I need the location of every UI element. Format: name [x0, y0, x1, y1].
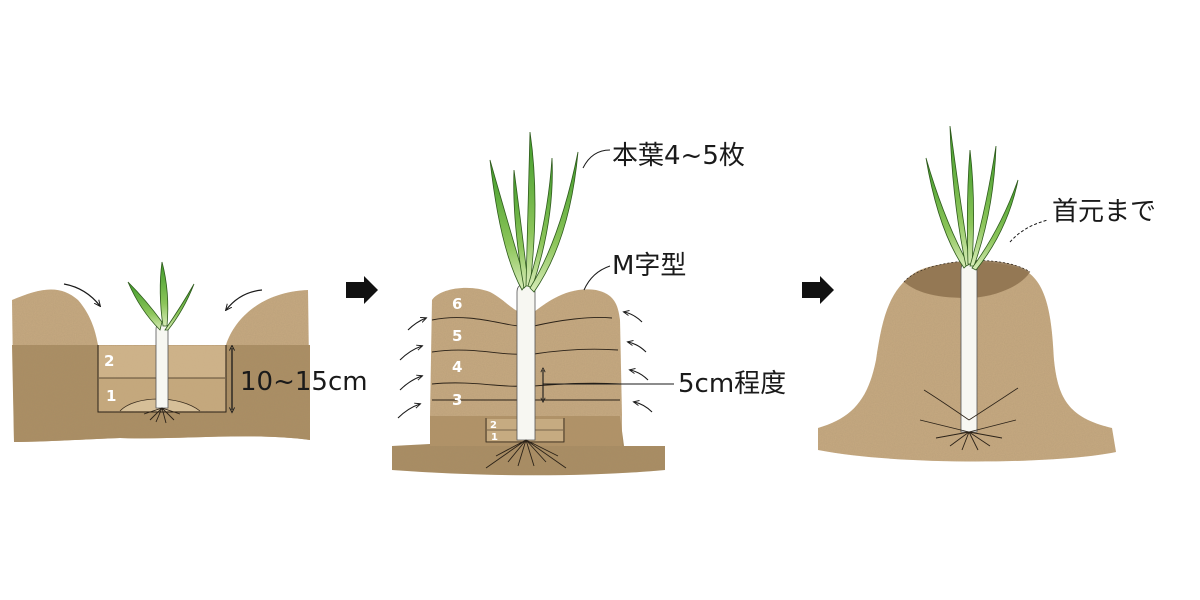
- curved-arrow-icon: [399, 346, 422, 361]
- stage-1-layer-1-number: 1: [106, 387, 116, 405]
- stage-2-shape-label: M字型: [612, 251, 686, 281]
- stage-2-left-arrows: [397, 318, 426, 419]
- arrow-right-icon: [802, 276, 834, 304]
- stage-1-depth-label: 10~15cm: [240, 367, 368, 397]
- stage-1-layer-2-number: 2: [104, 352, 114, 370]
- stage-1-trench-outline: [97, 345, 227, 413]
- curved-arrow-icon: [226, 289, 263, 310]
- stage-3-final-hill: 首元まで: [818, 125, 1156, 462]
- curved-arrow-icon: [630, 370, 649, 381]
- curved-arrow-icon: [63, 283, 100, 306]
- stage-3-leek: [919, 125, 1019, 451]
- stage-2-layer-6-number: 6: [452, 295, 462, 313]
- stage-2-shape-leader: [583, 265, 611, 291]
- stage-3-neck-leader: [1009, 219, 1049, 243]
- stage-2-layer-lines: [431, 317, 621, 401]
- stage-2-layer-2-number: 2: [490, 420, 497, 431]
- stage-2-leaves-label: 本葉4~5枚: [612, 141, 745, 171]
- stage-2-increment-label: 5cm程度: [678, 369, 786, 399]
- arrow-right-icon: [346, 276, 378, 304]
- stage-2-leek: [485, 131, 579, 469]
- stage-2-layer-3-number: 3: [452, 391, 462, 409]
- curved-arrow-icon: [634, 402, 653, 413]
- stage-3-neck-label: 首元まで: [1052, 197, 1156, 227]
- curved-arrow-icon: [397, 404, 420, 419]
- stage-2-layer-5-number: 5: [452, 327, 462, 345]
- stage-2-hilling: 6 5 4 3 2 1 本葉4~5枚 M字型 5cm程度: [392, 131, 786, 476]
- curved-arrow-icon: [407, 318, 426, 331]
- stage-1-seedling: [127, 261, 195, 424]
- stage-2-leaves-leader: [582, 149, 611, 169]
- stage-1-planting-trench: 2 1 10~15cm: [12, 261, 368, 442]
- stage-2-layer-1-number: 1: [491, 432, 498, 443]
- curved-arrow-icon: [399, 376, 422, 391]
- stage-2-right-arrows: [624, 312, 653, 413]
- stage-2-layer-4-number: 4: [452, 358, 462, 376]
- curved-arrow-icon: [624, 312, 643, 323]
- curved-arrow-icon: [628, 342, 647, 353]
